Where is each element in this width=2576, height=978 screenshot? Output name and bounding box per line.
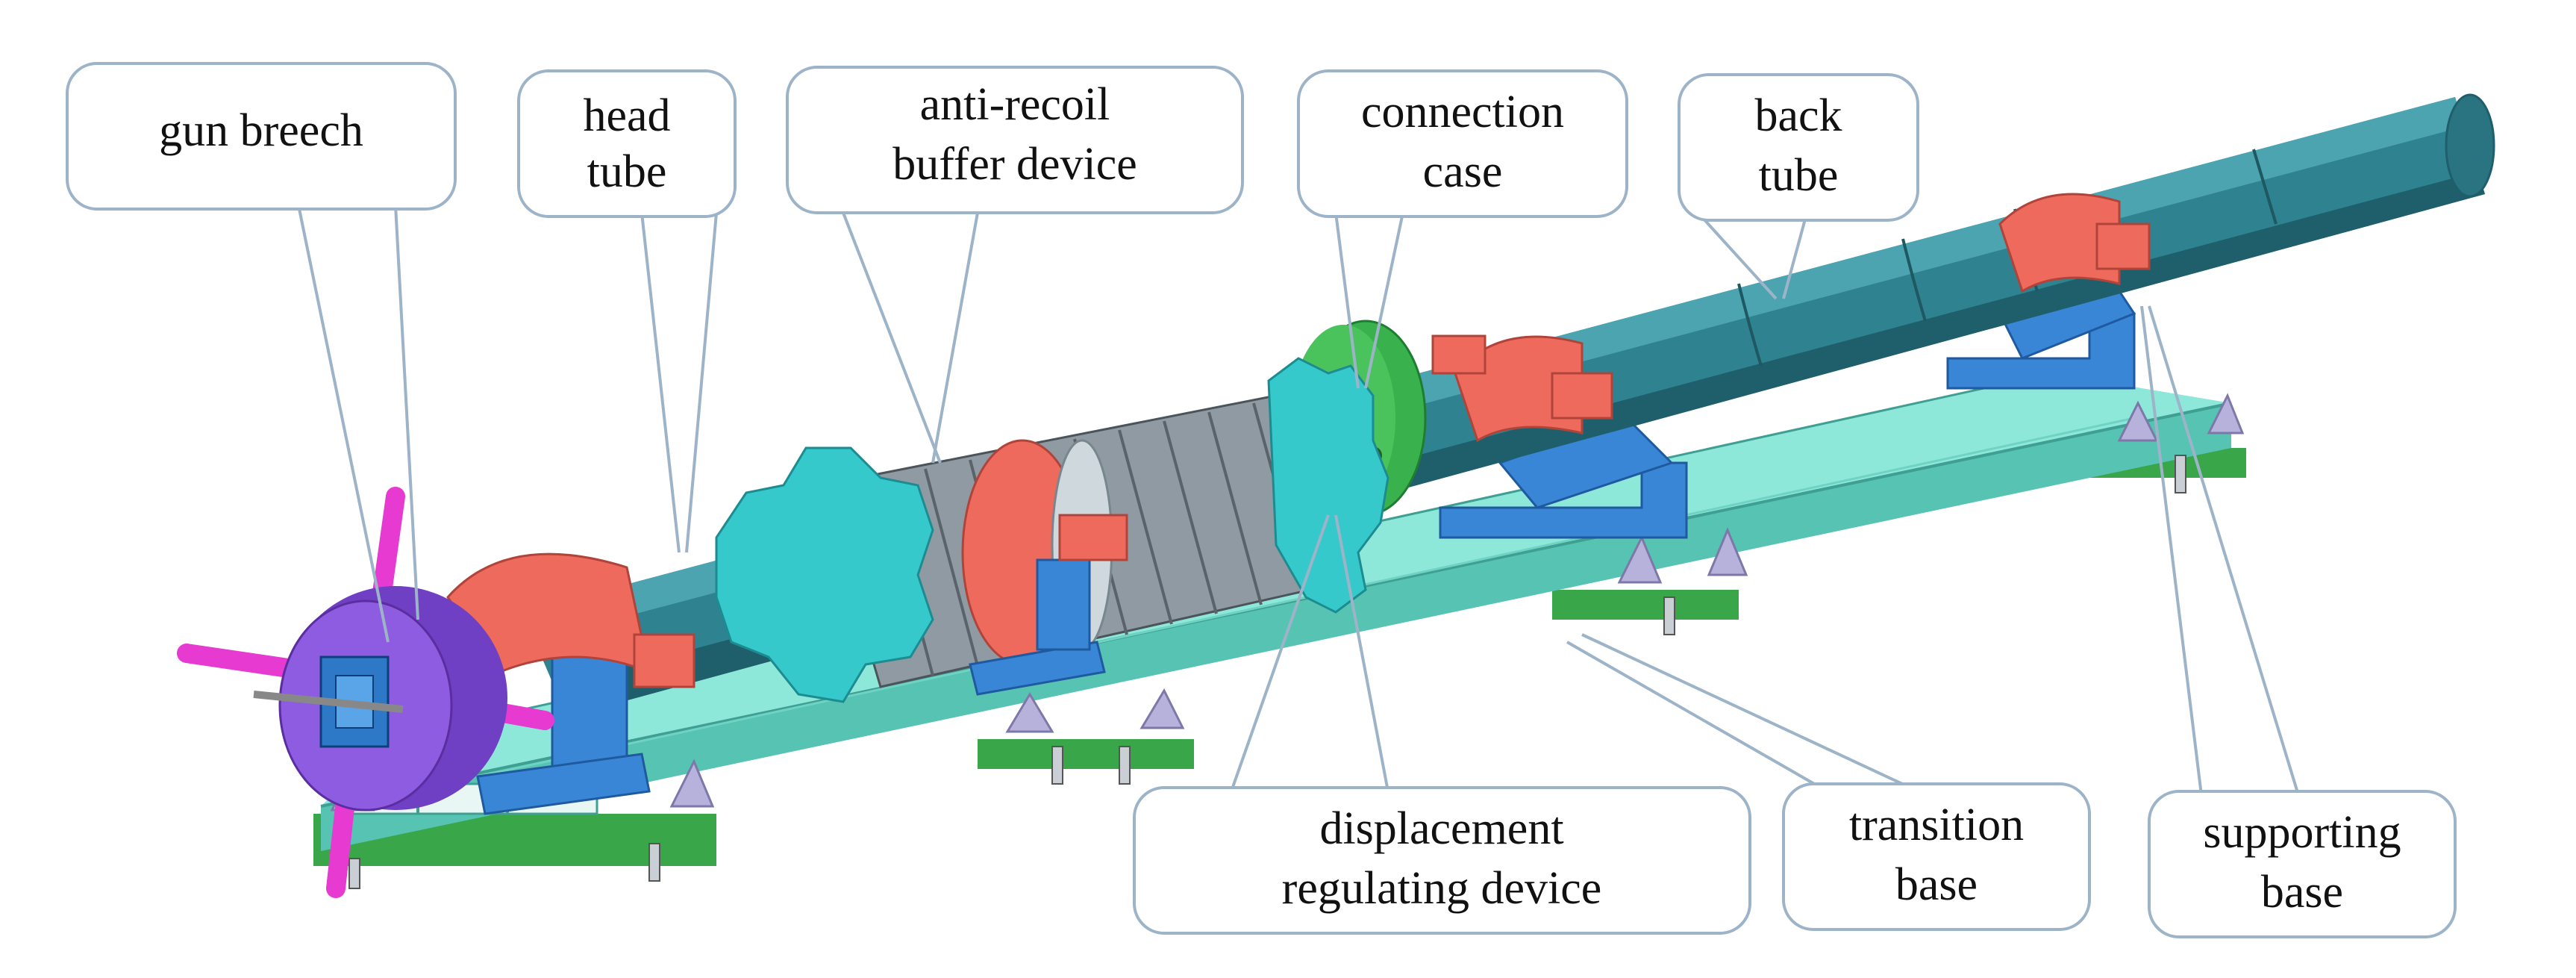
base-plate-mid-right — [1552, 590, 1739, 620]
supporting-base-label-line2: base — [2261, 867, 2343, 918]
red-clamps-back — [1431, 193, 2151, 443]
callout-displacement: displacement regulating device — [1133, 786, 1751, 935]
callout-anti-recoil: anti-recoil buffer device — [786, 66, 1244, 214]
transition-base-label-line1: transition — [1849, 800, 2024, 850]
callout-back-tube: back tube — [1678, 73, 1919, 222]
callout-transition-base: transition base — [1782, 782, 2091, 931]
head-tube-label-line1: head — [583, 90, 670, 141]
connection-case-label-line2: case — [1423, 146, 1503, 197]
anti-recoil-label-line2: buffer device — [892, 139, 1137, 190]
displacement-label-line2: regulating device — [1282, 863, 1602, 914]
supporting-base-label-line1: supporting — [2203, 807, 2401, 858]
transition-base-label-line2: base — [1895, 859, 1978, 910]
callout-gun-breech: gun breech — [66, 62, 457, 211]
front-support — [446, 552, 695, 815]
callout-head-tube: head tube — [517, 69, 737, 218]
leader-lines — [297, 205, 2300, 796]
muzzle-end — [2445, 93, 2495, 198]
base-plate-mid-left — [978, 739, 1194, 769]
anti-recoil-buffer — [715, 357, 1389, 703]
base-beam-side — [321, 403, 2231, 851]
connection-case-label-line1: connection — [1361, 87, 1564, 137]
back-tube-label-line1: back — [1754, 90, 1842, 141]
back-tube-label-line2: tube — [1759, 150, 1839, 201]
callout-supporting-base: supporting base — [2148, 790, 2457, 938]
gun-breech — [177, 487, 554, 898]
base-bolts — [348, 455, 2186, 889]
displacement-label-line1: displacement — [1319, 803, 1563, 854]
callout-connection-case: connection case — [1297, 69, 1628, 218]
anti-recoil-label-line1: anti-recoil — [920, 79, 1110, 130]
head-tube-label-line2: tube — [587, 146, 667, 197]
gun-breech-label: gun breech — [159, 105, 363, 156]
